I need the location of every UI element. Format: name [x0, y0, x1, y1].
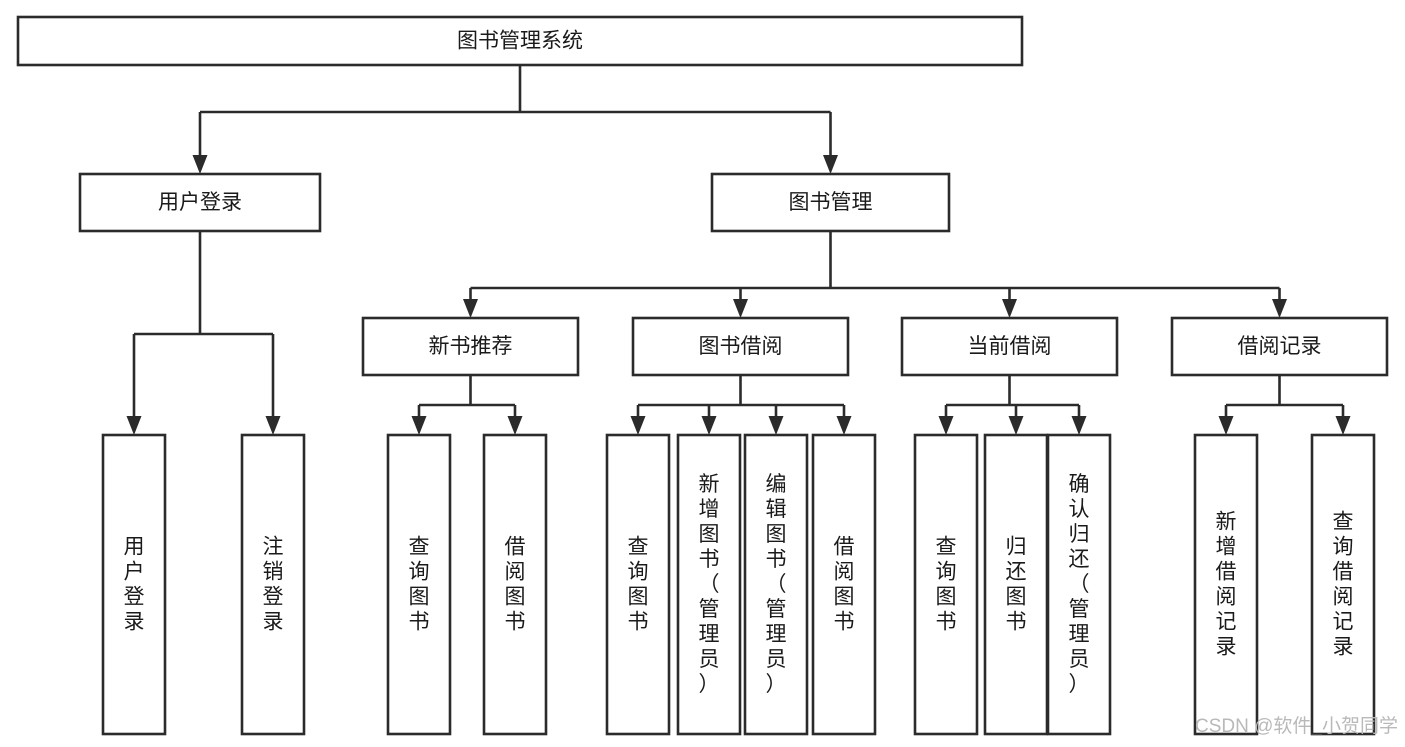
- node-label-leaf-query-book-2: 查询图书: [628, 536, 649, 634]
- node-label-borrow-record: 借阅记录: [1238, 335, 1322, 358]
- node-leaf-borrow-book-2[interactable]: 借阅图书: [811, 433, 877, 736]
- node-label-leaf-edit-book: 编辑图书（管理员）: [766, 473, 787, 696]
- connector-layer: [126, 65, 1351, 435]
- node-label-leaf-borrow-book-2: 借阅图书: [834, 536, 855, 634]
- node-box-leaf-query-record[interactable]: [1310, 433, 1376, 736]
- node-box-leaf-return-book[interactable]: [983, 433, 1049, 736]
- node-box-leaf-query-book-2[interactable]: [605, 433, 671, 736]
- node-label-leaf-query-book-1: 查询图书: [409, 536, 430, 634]
- node-borrow-record[interactable]: 借阅记录: [1170, 316, 1389, 377]
- node-box-leaf-add-book[interactable]: [676, 433, 742, 736]
- node-box-book-manage[interactable]: [710, 172, 951, 233]
- node-label-leaf-user-login: 用户登录: [124, 536, 145, 634]
- node-label-leaf-add-record: 新增借阅记录: [1216, 511, 1237, 659]
- node-box-leaf-confirm-return[interactable]: [1046, 433, 1112, 736]
- connector-book-borrow-to-leaf-query-book-2-arrowhead: [630, 416, 646, 435]
- connector-root-to-user-login-arrowhead: [192, 155, 208, 174]
- node-box-leaf-edit-book[interactable]: [743, 433, 809, 736]
- node-box-leaf-user-login[interactable]: [101, 433, 167, 736]
- node-leaf-edit-book[interactable]: 编辑图书（管理员）: [743, 433, 809, 736]
- connector-book-manage-to-borrow-record-arrowhead: [1272, 299, 1287, 318]
- node-box-user-login[interactable]: [78, 172, 322, 233]
- connector-book-borrow-to-leaf-edit-book-arrowhead: [768, 416, 784, 435]
- connector-current-borrow-to-leaf-return-book-arrowhead: [1008, 416, 1024, 435]
- node-leaf-return-book[interactable]: 归还图书: [983, 433, 1049, 736]
- node-leaf-confirm-return[interactable]: 确认归还（管理员）: [1046, 433, 1112, 736]
- connector-book-manage-to-new-book-recommend-arrowhead: [463, 299, 478, 318]
- node-leaf-query-record[interactable]: 查询借阅记录: [1310, 433, 1376, 736]
- connector-current-borrow-to-leaf-confirm-return-arrowhead: [1071, 416, 1087, 435]
- node-box-root[interactable]: [16, 15, 1024, 67]
- node-leaf-query-book-3[interactable]: 查询图书: [913, 433, 979, 736]
- node-box-borrow-record[interactable]: [1170, 316, 1389, 377]
- node-book-manage[interactable]: 图书管理: [710, 172, 951, 233]
- node-box-leaf-borrow-book-2[interactable]: [811, 433, 877, 736]
- connector-borrow-record-to-leaf-add-record-arrowhead: [1218, 416, 1234, 435]
- connector-book-borrow-to-leaf-add-book-arrowhead: [701, 416, 717, 435]
- node-layer: 图书管理系统用户登录图书管理新书推荐图书借阅当前借阅借阅记录用户登录注销登录查询…: [16, 15, 1389, 736]
- node-leaf-query-book-1[interactable]: 查询图书: [386, 433, 452, 736]
- node-box-new-book-recommend[interactable]: [361, 316, 580, 377]
- connector-current-borrow-to-leaf-query-book-3-arrowhead: [938, 416, 954, 435]
- connector-new-book-recommend-to-leaf-borrow-book-1-arrowhead: [507, 416, 523, 435]
- node-leaf-user-login[interactable]: 用户登录: [101, 433, 167, 736]
- node-label-book-borrow: 图书借阅: [699, 335, 783, 358]
- connector-book-borrow-to-leaf-borrow-book-2-arrowhead: [836, 416, 852, 435]
- node-label-leaf-return-book: 归还图书: [1006, 536, 1027, 634]
- node-box-leaf-query-book-1[interactable]: [386, 433, 452, 736]
- connector-new-book-recommend-to-leaf-query-book-1-arrowhead: [411, 416, 427, 435]
- node-current-borrow[interactable]: 当前借阅: [900, 316, 1119, 377]
- node-label-leaf-add-book: 新增图书（管理员）: [699, 473, 720, 696]
- node-book-borrow[interactable]: 图书借阅: [631, 316, 850, 377]
- node-label-leaf-query-record: 查询借阅记录: [1333, 511, 1354, 659]
- node-leaf-borrow-book-1[interactable]: 借阅图书: [482, 433, 548, 736]
- connector-book-manage-to-book-borrow-arrowhead: [733, 299, 748, 318]
- node-leaf-logout[interactable]: 注销登录: [240, 433, 306, 736]
- watermark-label: CSDN @软件_小贺同学: [1195, 715, 1398, 737]
- node-leaf-query-book-2[interactable]: 查询图书: [605, 433, 671, 736]
- connector-book-manage-to-current-borrow-arrowhead: [1002, 299, 1017, 318]
- node-leaf-add-record[interactable]: 新增借阅记录: [1193, 433, 1259, 736]
- node-label-book-manage: 图书管理: [789, 191, 873, 214]
- node-new-book-recommend[interactable]: 新书推荐: [361, 316, 580, 377]
- connector-borrow-record-to-leaf-query-record-arrowhead: [1335, 416, 1351, 435]
- node-leaf-add-book[interactable]: 新增图书（管理员）: [676, 433, 742, 736]
- node-box-current-borrow[interactable]: [900, 316, 1119, 377]
- connector-user-login-to-leaf-logout-arrowhead: [265, 416, 281, 435]
- connector-root-to-book-manage-arrowhead: [823, 155, 838, 174]
- node-box-leaf-add-record[interactable]: [1193, 433, 1259, 736]
- node-root[interactable]: 图书管理系统: [16, 15, 1024, 67]
- node-box-leaf-logout[interactable]: [240, 433, 306, 736]
- node-label-leaf-logout: 注销登录: [263, 536, 284, 634]
- node-box-book-borrow[interactable]: [631, 316, 850, 377]
- node-label-leaf-borrow-book-1: 借阅图书: [505, 536, 526, 634]
- node-label-leaf-confirm-return: 确认归还（管理员）: [1069, 473, 1090, 696]
- node-label-new-book-recommend: 新书推荐: [429, 335, 513, 358]
- node-label-root: 图书管理系统: [457, 30, 583, 53]
- node-label-user-login: 用户登录: [158, 191, 242, 214]
- node-user-login[interactable]: 用户登录: [78, 172, 322, 233]
- node-label-leaf-query-book-3: 查询图书: [936, 536, 957, 634]
- node-label-current-borrow: 当前借阅: [968, 335, 1052, 358]
- connector-user-login-to-leaf-user-login-arrowhead: [126, 416, 142, 435]
- node-box-leaf-query-book-3[interactable]: [913, 433, 979, 736]
- node-box-leaf-borrow-book-1[interactable]: [482, 433, 548, 736]
